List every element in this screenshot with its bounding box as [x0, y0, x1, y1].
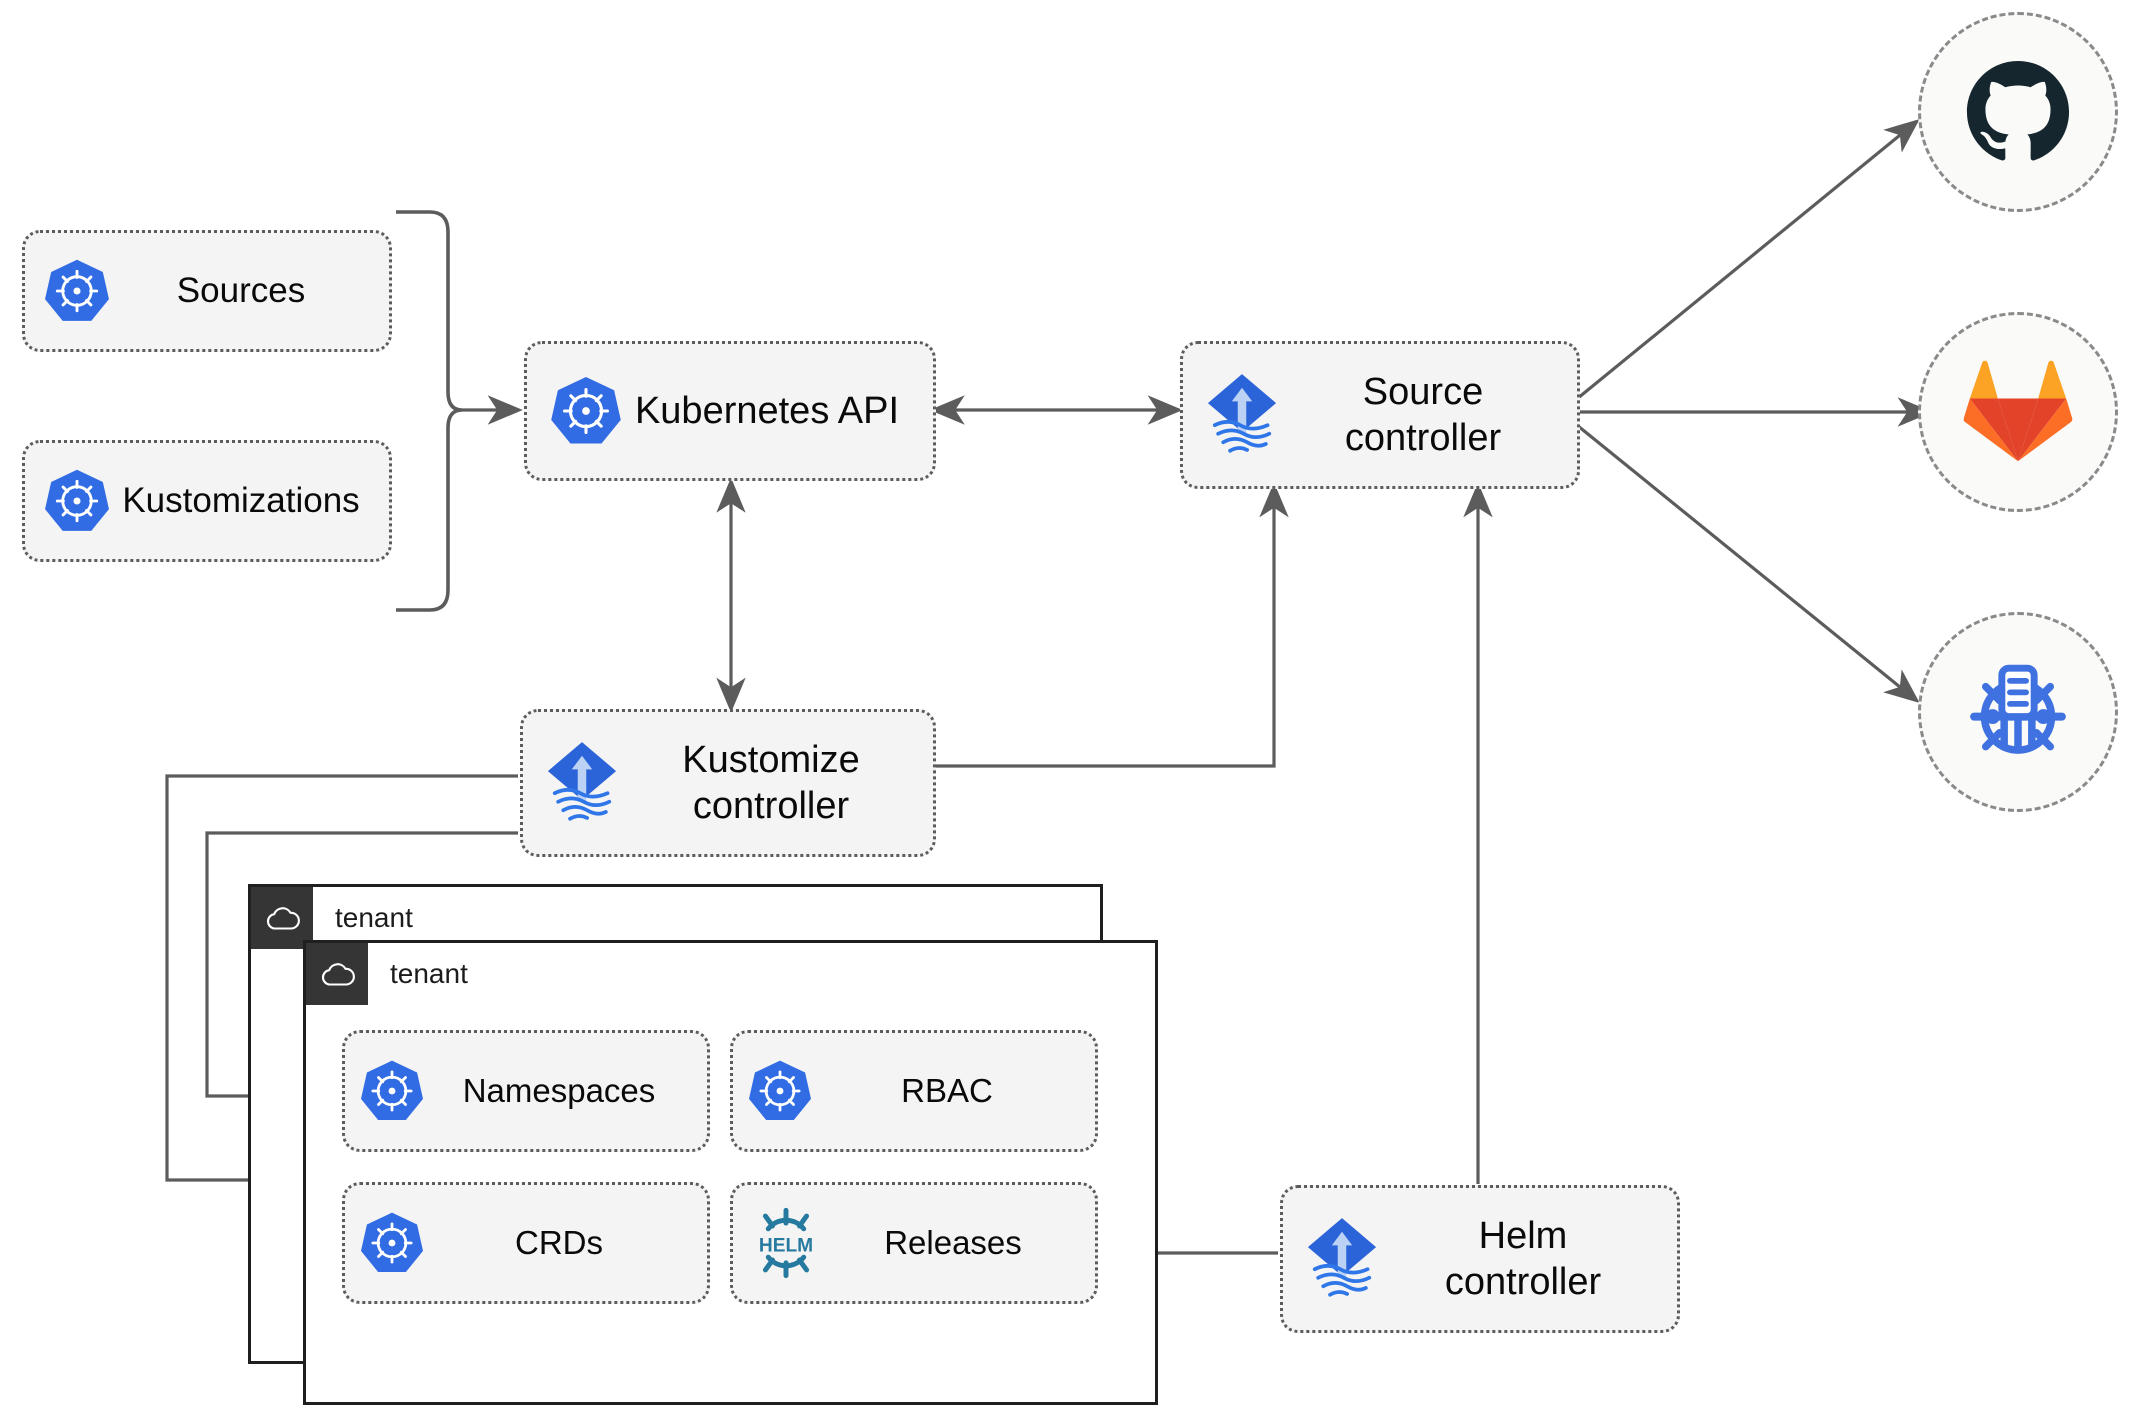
- resources-brace: [396, 210, 463, 612]
- edge-source-bucket: [1576, 424, 1920, 704]
- tenant-item-label: RBAC: [901, 1071, 993, 1109]
- tenant-item-label: Namespaces: [462, 1071, 656, 1109]
- flux-icon: [539, 737, 625, 829]
- helm-controller-node[interactable]: Helm controller: [1280, 1185, 1680, 1333]
- resource-label: Kustomizations: [122, 480, 360, 520]
- provider-bucket[interactable]: [1918, 612, 2118, 812]
- kustomize-controller-label: Kustomize controller: [682, 738, 860, 827]
- kubernetes-api-node[interactable]: Kubernetes API: [524, 341, 936, 481]
- kubernetes-api-label: Kubernetes API: [634, 389, 900, 432]
- resource-kustomizations[interactable]: Kustomizations: [22, 440, 392, 562]
- flux-icon-glyph: [1307, 1218, 1377, 1297]
- kubernetes-icon: [359, 1058, 425, 1124]
- helm-icon-glyph: HELM: [759, 1207, 813, 1279]
- tenant-item-label: Releases: [884, 1223, 1022, 1261]
- github-icon: [1966, 60, 2070, 161]
- kubernetes-icon: [43, 257, 111, 325]
- helm-icon: HELM: [747, 1207, 825, 1279]
- kubernetes-icon-glyph: [551, 376, 621, 444]
- edge-source-github: [1576, 118, 1920, 400]
- kubernetes-icon: [43, 467, 111, 535]
- resource-label: Sources: [176, 270, 306, 310]
- provider-github[interactable]: [1918, 12, 2118, 212]
- source-controller-label: Source controller: [1344, 370, 1502, 459]
- kubernetes-icon: [549, 374, 623, 448]
- kubernetes-icon-glyph: [45, 259, 109, 321]
- flux-icon: [1199, 369, 1285, 461]
- bucket-icon: [1970, 664, 2066, 754]
- resource-sources[interactable]: Sources: [22, 230, 392, 352]
- tenant-label-front: tenant: [390, 958, 468, 989]
- tenant-item-crds[interactable]: CRDs: [342, 1182, 710, 1304]
- kubernetes-icon-glyph: [748, 1060, 812, 1121]
- tenant-item-rbac[interactable]: RBAC: [730, 1030, 1098, 1152]
- kubernetes-icon-glyph: [360, 1060, 424, 1121]
- flux-icon-glyph: [1207, 374, 1277, 453]
- gitlab-icon: [1963, 360, 2073, 462]
- tenant-item-releases[interactable]: HELM Releases: [730, 1182, 1098, 1304]
- provider-gitlab[interactable]: [1918, 312, 2118, 512]
- cloud-icon-glyph: [266, 907, 300, 930]
- svg-text:HELM: HELM: [759, 1236, 813, 1257]
- kubernetes-icon: [747, 1058, 813, 1124]
- cloud-icon-glyph: [321, 963, 355, 986]
- kubernetes-icon-glyph: [360, 1212, 424, 1273]
- kubernetes-icon-glyph: [45, 469, 109, 531]
- flux-icon-glyph: [547, 742, 617, 821]
- cloud-icon: [306, 943, 368, 1005]
- source-controller-node[interactable]: Source controller: [1180, 341, 1580, 489]
- helm-controller-label: Helm controller: [1444, 1214, 1602, 1303]
- kubernetes-icon: [359, 1210, 425, 1276]
- flux-icon: [1299, 1213, 1385, 1305]
- edge-kustomize-source: [936, 482, 1289, 768]
- tenant-item-namespaces[interactable]: Namespaces: [342, 1030, 710, 1152]
- tenant-container-front[interactable]: tenant: [303, 940, 1158, 1405]
- kustomize-controller-node[interactable]: Kustomize controller: [520, 709, 936, 857]
- tenant-item-label: CRDs: [515, 1223, 603, 1261]
